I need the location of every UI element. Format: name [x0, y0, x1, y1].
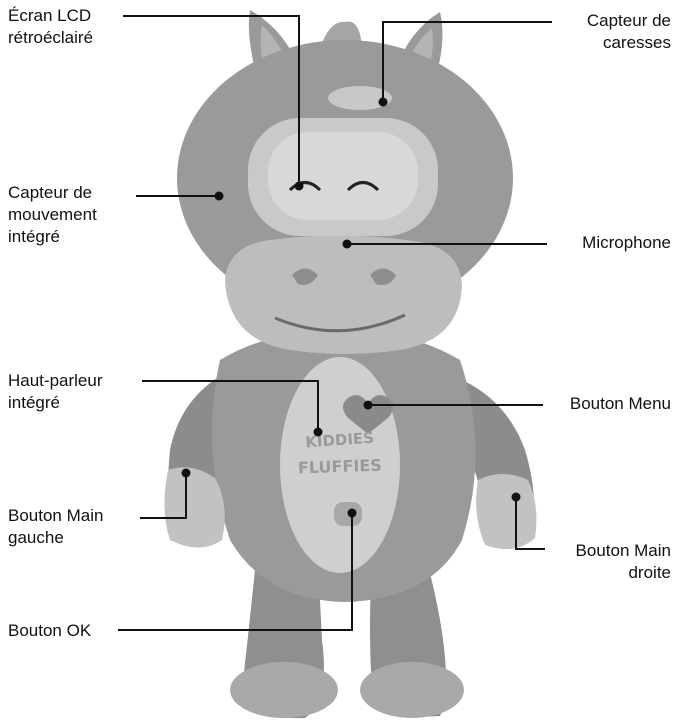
leader-ecran-lcd — [123, 16, 299, 186]
callout-haut-parleur-line-2: intégré — [8, 392, 103, 414]
callout-capteur-mouvement-line-3: intégré — [8, 226, 97, 248]
leader-bouton-menu-dot — [364, 401, 373, 410]
callout-bouton-menu: Bouton Menu — [570, 393, 671, 415]
leader-bouton-main-droite — [516, 497, 545, 549]
leader-haut-parleur-dot — [314, 428, 323, 437]
callout-bouton-ok-line-1: Bouton OK — [8, 620, 91, 642]
leader-bouton-main-gauche-dot — [182, 469, 191, 478]
callout-bouton-ok: Bouton OK — [8, 620, 91, 642]
callout-capteur-mouvement-line-2: mouvement — [8, 204, 97, 226]
leader-capteur-mouvement-dot — [215, 192, 224, 201]
callout-bouton-main-droite-line-1: Bouton Main — [576, 540, 671, 562]
callout-bouton-main-gauche-line-2: gauche — [8, 527, 103, 549]
leader-bouton-main-droite-dot — [512, 493, 521, 502]
callout-ecran-lcd: Écran LCD rétroéclairé — [8, 5, 93, 49]
leader-ecran-lcd-dot — [295, 182, 304, 191]
callout-ecran-lcd-line-1: Écran LCD — [8, 5, 93, 27]
callout-capteur-caresses: Capteur de caresses — [587, 10, 671, 54]
callout-capteur-caresses-line-2: caresses — [587, 32, 671, 54]
leader-bouton-ok-dot — [348, 509, 357, 518]
leader-capteur-caresses — [383, 22, 552, 102]
callout-microphone: Microphone — [582, 232, 671, 254]
callout-capteur-mouvement-line-1: Capteur de — [8, 182, 97, 204]
callout-haut-parleur: Haut-parleur intégré — [8, 370, 103, 414]
callout-microphone-line-1: Microphone — [582, 232, 671, 254]
callout-bouton-main-droite: Bouton Main droite — [576, 540, 671, 584]
leader-capteur-caresses-dot — [379, 98, 388, 107]
leader-bouton-main-gauche — [140, 473, 186, 518]
callout-ecran-lcd-line-2: rétroéclairé — [8, 27, 93, 49]
callout-bouton-main-gauche: Bouton Main gauche — [8, 505, 103, 549]
callout-capteur-caresses-line-1: Capteur de — [587, 10, 671, 32]
leader-bouton-ok — [118, 513, 352, 630]
leader-haut-parleur — [142, 381, 318, 432]
callout-bouton-menu-line-1: Bouton Menu — [570, 393, 671, 415]
callout-capteur-mouvement: Capteur de mouvement intégré — [8, 182, 97, 248]
callout-bouton-main-gauche-line-1: Bouton Main — [8, 505, 103, 527]
callout-bouton-main-droite-line-2: droite — [576, 562, 671, 584]
callout-haut-parleur-line-1: Haut-parleur — [8, 370, 103, 392]
leader-microphone-dot — [343, 240, 352, 249]
